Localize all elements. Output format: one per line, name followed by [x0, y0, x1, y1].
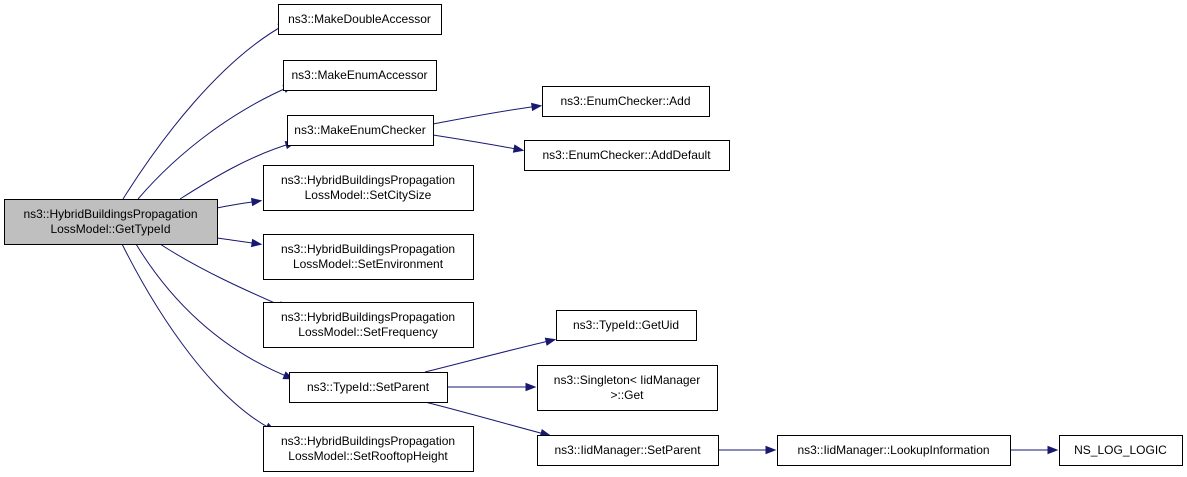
node-box: [777, 435, 1011, 466]
node-label-line: ns3::Singleton< IidManager: [554, 373, 700, 387]
node-label-line: ns3::HybridBuildingsPropagation: [281, 434, 455, 448]
node-typeid-set-parent[interactable]: ns3::TypeId::SetParent: [289, 372, 448, 403]
node-box: [289, 372, 448, 403]
node-box: [524, 140, 730, 171]
node-label-line: LossModel::GetTypeId: [50, 222, 170, 236]
node-box: [556, 310, 697, 341]
node-label-line: ns3::MakeEnumChecker: [294, 123, 425, 137]
node-label-line: ns3::HybridBuildingsPropagation: [281, 173, 455, 187]
edge-make-enum-checker-to-enum-checker-add: [432, 102, 543, 125]
node-enum-checker-add-default[interactable]: ns3::EnumChecker::AddDefault: [524, 140, 730, 171]
edge-line: [122, 23, 287, 200]
node-label-line: ns3::TypeId::SetParent: [307, 380, 430, 394]
edge-line: [424, 401, 549, 436]
node-typeid-get-uid[interactable]: ns3::TypeId::GetUid: [556, 310, 697, 341]
node-ns-log-logic[interactable]: NS_LOG_LOGIC: [1059, 435, 1183, 466]
edge-line: [179, 142, 294, 200]
node-box: [278, 4, 442, 35]
node-label-line: ns3::HybridBuildingsPropagation: [23, 207, 197, 221]
node-box: [263, 234, 474, 280]
edge-arrowhead: [1047, 445, 1059, 455]
node-box: [263, 426, 474, 472]
node-label-line: LossModel::SetFrequency: [298, 325, 437, 339]
node-label-line: LossModel::SetRooftopHeight: [288, 449, 448, 463]
node-label-line: LossModel::SetCitySize: [305, 188, 432, 202]
node-root[interactable]: ns3::HybridBuildingsPropagationLossModel…: [4, 199, 218, 245]
edge-arrowhead: [512, 144, 525, 153]
edge-arrowhead: [531, 102, 543, 112]
node-box: [263, 302, 474, 348]
edge-iidmanager-set-parent-to-iidmanager-lookup: [718, 445, 777, 455]
node-iidmanager-lookup[interactable]: ns3::IidManager::LookupInformation: [777, 435, 1011, 466]
edge-root-to-set-rooftop-height: [121, 243, 277, 432]
node-make-enum-accessor[interactable]: ns3::MakeEnumAccessor: [283, 60, 437, 91]
node-set-city-size[interactable]: ns3::HybridBuildingsPropagationLossModel…: [263, 165, 474, 211]
node-enum-checker-add[interactable]: ns3::EnumChecker::Add: [542, 86, 710, 117]
edge-arrowhead: [525, 382, 537, 392]
node-label-line: LossModel::SetEnvironment: [293, 257, 444, 271]
node-label-line: >::Get: [610, 388, 644, 402]
node-set-rooftop-height[interactable]: ns3::HybridBuildingsPropagationLossModel…: [263, 426, 474, 472]
node-box: [537, 435, 719, 466]
edge-line: [432, 105, 540, 125]
node-label-line: ns3::MakeDoubleAccessor: [288, 12, 431, 26]
edge-line: [432, 134, 522, 151]
node-label-line: ns3::HybridBuildingsPropagation: [281, 242, 455, 256]
node-label-line: ns3::EnumChecker::AddDefault: [542, 148, 711, 162]
node-singleton-get[interactable]: ns3::Singleton< IidManager>::Get: [537, 365, 718, 411]
node-label-line: ns3::EnumChecker::Add: [560, 94, 690, 108]
node-label-line: ns3::HybridBuildingsPropagation: [281, 310, 455, 324]
node-box: [542, 86, 710, 117]
node-label-line: NS_LOG_LOGIC: [1074, 443, 1167, 457]
edge-typeid-set-parent-to-singleton-get: [447, 382, 537, 392]
edge-typeid-set-parent-to-typeid-get-uid: [424, 337, 557, 373]
edge-root-to-set-city-size: [216, 197, 263, 209]
node-label-line: ns3::IidManager::SetParent: [554, 443, 701, 457]
edge-line: [137, 85, 292, 200]
node-box: [537, 365, 718, 411]
node-label-line: ns3::TypeId::GetUid: [573, 318, 679, 332]
edge-arrowhead: [250, 238, 263, 248]
node-make-double-accessor[interactable]: ns3::MakeDoubleAccessor: [278, 4, 442, 35]
edge-line: [135, 243, 292, 379]
edge-line: [159, 243, 287, 309]
node-set-frequency[interactable]: ns3::HybridBuildingsPropagationLossModel…: [263, 302, 474, 348]
edge-arrowhead: [765, 445, 777, 455]
edge-arrowhead: [250, 197, 263, 207]
node-label-line: ns3::IidManager::LookupInformation: [797, 443, 989, 457]
nodes-layer: ns3::HybridBuildingsPropagationLossModel…: [4, 4, 1183, 472]
node-label-line: ns3::MakeEnumAccessor: [291, 68, 427, 82]
node-iidmanager-set-parent[interactable]: ns3::IidManager::SetParent: [537, 435, 719, 466]
edge-root-to-set-environment: [216, 237, 263, 248]
node-box: [263, 165, 474, 211]
edge-iidmanager-lookup-to-ns-log-logic: [1010, 445, 1059, 455]
node-make-enum-checker[interactable]: ns3::MakeEnumChecker: [287, 115, 434, 146]
node-box: [287, 115, 434, 146]
node-set-environment[interactable]: ns3::HybridBuildingsPropagationLossModel…: [263, 234, 474, 280]
node-box: [4, 199, 218, 245]
edge-line: [424, 339, 554, 373]
edge-line: [121, 243, 274, 431]
node-box: [1059, 435, 1183, 466]
edge-make-enum-checker-to-enum-checker-add-default: [432, 134, 525, 153]
edge-arrowhead: [544, 337, 557, 346]
node-box: [283, 60, 437, 91]
